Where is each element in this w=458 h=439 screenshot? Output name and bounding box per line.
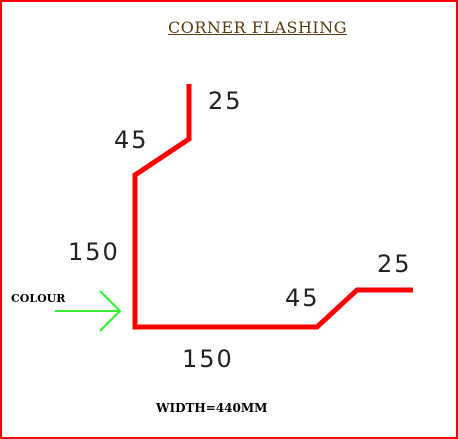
width-note: WIDTH=440MM <box>156 401 268 415</box>
flashing-profile-line <box>132 84 413 330</box>
dimension-right-return: 25 <box>377 250 412 278</box>
dimension-horizontal: 150 <box>182 345 234 373</box>
dimension-vertical: 150 <box>68 238 120 266</box>
dimension-top-angle: 45 <box>114 126 149 154</box>
dimension-right-angle: 45 <box>285 284 320 312</box>
colour-label: COLOUR <box>11 292 66 305</box>
colour-arrow-icon <box>55 290 122 332</box>
dimension-top-return: 25 <box>208 87 243 115</box>
drawing-title: CORNER FLASHING <box>168 18 348 37</box>
